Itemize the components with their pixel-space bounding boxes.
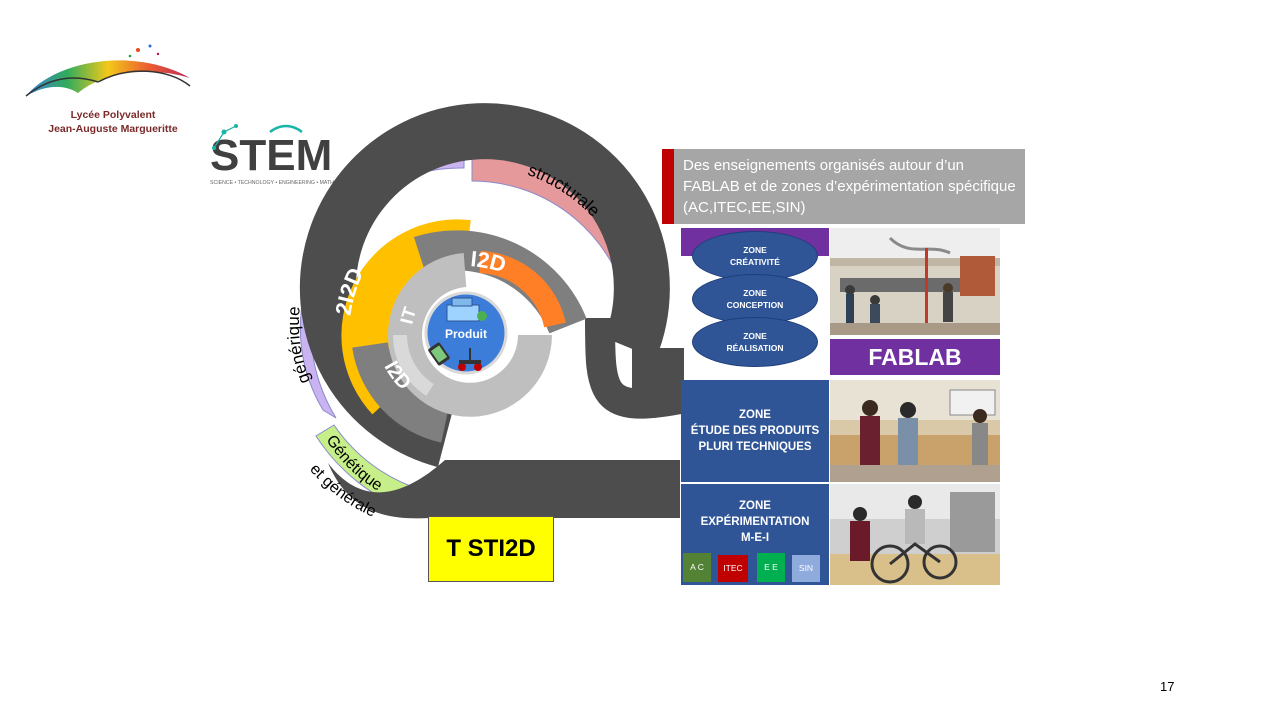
produit-label: Produit: [445, 327, 487, 341]
page-number: 17: [1160, 679, 1175, 694]
specialite-ac: A C: [683, 553, 711, 582]
specialite-ee: E E: [757, 553, 785, 582]
phone-icon: [428, 342, 450, 366]
i2d-bottom-ring: [352, 341, 450, 443]
stem-logo: STEM SCIENCE • TECHNOLOGY • ENGINEERING …: [210, 124, 334, 186]
inner-highlight: [392, 334, 435, 396]
specialite-sin-label: SIN: [798, 563, 814, 573]
intro-callout: Des enseignements organisés autour d’un …: [662, 149, 1025, 224]
it-label: IT: [396, 305, 420, 326]
school-name-line1: Lycée Polyvalent: [71, 109, 156, 121]
zone-etude-line3: PLURI TECHNIQUES: [698, 441, 812, 453]
zone-realisation-line2: RÉALISATION: [726, 343, 784, 353]
callout-accent-bar: [662, 149, 674, 224]
i2d-orange-ring: [479, 251, 566, 328]
lycee-logo: Lycée Polyvalent Jean-Auguste Margueritt…: [25, 44, 191, 135]
stem-tagline: SCIENCE • TECHNOLOGY • ENGINEERING • MAT…: [210, 180, 334, 186]
scooter-icon: [458, 348, 482, 371]
zone-experimentation-line2: EXPÉRIMENTATION: [700, 516, 810, 528]
fablab-label: FABLAB: [830, 339, 1000, 375]
zone-creativite-line2: CRÉATIVITÉ: [730, 257, 780, 267]
etude-photo: [830, 380, 1000, 482]
callout-text: Des enseignements organisés autour d’un …: [683, 157, 1016, 216]
zone-etude-line1: ZONE: [739, 409, 771, 421]
zone-conception: ZONE CONCEPTION: [692, 274, 818, 324]
specialite-sin: SIN: [792, 555, 820, 582]
specialite-itec: ITEC: [718, 555, 748, 582]
zone-creativite: ZONE CRÉATIVITÉ: [692, 231, 818, 281]
experimentation-photo: [830, 484, 1000, 585]
t-sti2d-badge: T STI2D: [428, 516, 554, 582]
zone-creativite-line1: ZONE: [743, 245, 767, 255]
zone-etude: ZONE ÉTUDE DES PRODUITS PLURI TECHNIQUES: [681, 380, 829, 482]
specialite-ac-label: A C: [690, 562, 704, 572]
zone-conception-line2: CONCEPTION: [726, 300, 784, 310]
zone-conception-line1: ZONE: [743, 288, 767, 298]
zone-experimentation-line3: M-E-I: [740, 532, 770, 544]
building-icon: [446, 297, 487, 322]
school-name-line2: Jean-Auguste Margueritte: [48, 123, 178, 135]
zone-realisation: ZONE RÉALISATION: [692, 317, 818, 367]
zone-experimentation-line1: ZONE: [739, 500, 771, 512]
zone-realisation-line1: ZONE: [743, 331, 767, 341]
specialite-itec-label: ITEC: [723, 563, 743, 573]
road-junction: [632, 348, 684, 406]
fablab-photo: [830, 228, 1000, 335]
zone-etude-line2: ÉTUDE DES PRODUITS: [690, 425, 820, 437]
road-to-zones: [328, 460, 680, 519]
stem-word: STEM: [210, 131, 332, 180]
specialite-ee-label: E E: [764, 562, 778, 572]
